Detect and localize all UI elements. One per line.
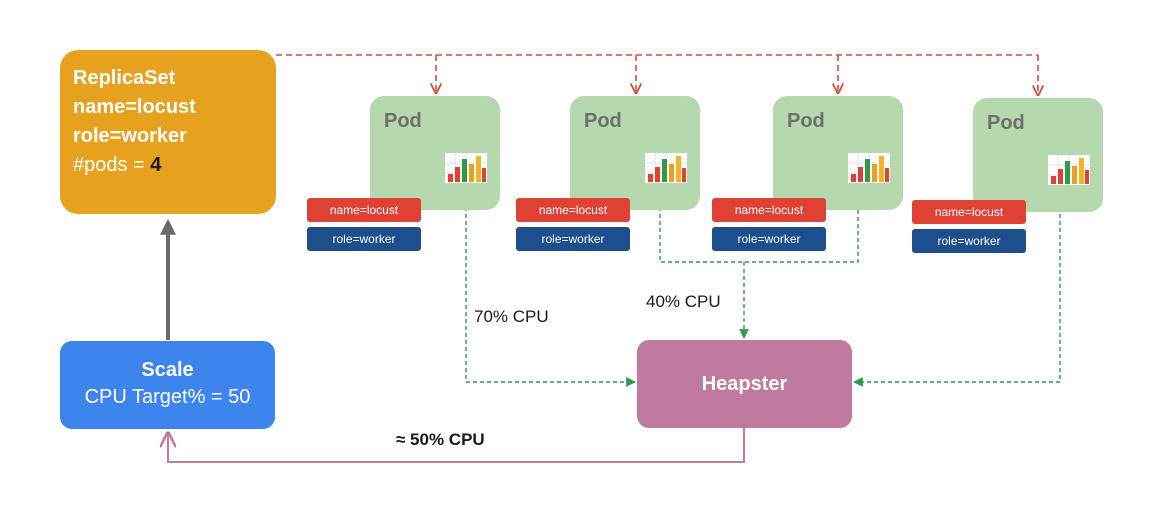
pod-1-name-tag: name=locust: [307, 198, 421, 222]
replicaset-pods-line: #pods = 4: [73, 151, 276, 180]
scale-title: Scale: [141, 359, 194, 381]
pods-2-3-cpu-label: 40% CPU: [646, 292, 721, 311]
pod-4-role-tag: role=worker: [912, 229, 1026, 253]
replicaset-title: ReplicaSet: [73, 67, 176, 89]
pod-3-name-tag: name=locust: [712, 198, 826, 222]
chart-icon: [445, 153, 487, 183]
pod-label: Pod: [384, 110, 422, 132]
pod-label: Pod: [987, 112, 1025, 134]
replicaset-pods-count: 4: [150, 154, 162, 176]
replicaset-name: name=locust: [73, 96, 196, 118]
pod-label: Pod: [584, 110, 622, 132]
pod-4: Pod: [973, 98, 1103, 212]
replicaset-pods-prefix: #pods =: [73, 154, 151, 176]
scale-target: CPU Target% = 50: [84, 386, 251, 408]
pod-label: Pod: [787, 110, 825, 132]
pod-1: Pod: [370, 96, 500, 210]
pod-2: Pod: [570, 96, 700, 210]
chart-icon: [645, 153, 687, 183]
heapster-to-scale-connector: [168, 428, 745, 463]
pod-3: Pod: [773, 96, 903, 210]
pod-3-role-tag: role=worker: [712, 227, 826, 251]
chart-icon: [848, 153, 890, 183]
metrics-connector: [465, 186, 1061, 387]
heapster-title: Heapster: [701, 372, 788, 395]
pod-2-role-tag: role=worker: [516, 227, 630, 251]
pod-1-cpu-label: 70% CPU: [474, 307, 549, 326]
heapster-box: Heapster: [637, 340, 852, 428]
chart-icon: [1048, 155, 1090, 185]
replicaset-to-pods-connector: [276, 54, 1038, 95]
replicaset-role: role=worker: [73, 125, 187, 147]
pod-1-role-tag: role=worker: [307, 227, 421, 251]
replicaset-box: ReplicaSet name=locust role=worker #pods…: [60, 50, 276, 214]
pod-4-name-tag: name=locust: [912, 200, 1026, 224]
scale-box: Scale CPU Target% = 50: [60, 341, 275, 429]
pod-2-name-tag: name=locust: [516, 198, 630, 222]
heapster-to-scale-cpu-label: ≈ 50% CPU: [396, 430, 485, 449]
